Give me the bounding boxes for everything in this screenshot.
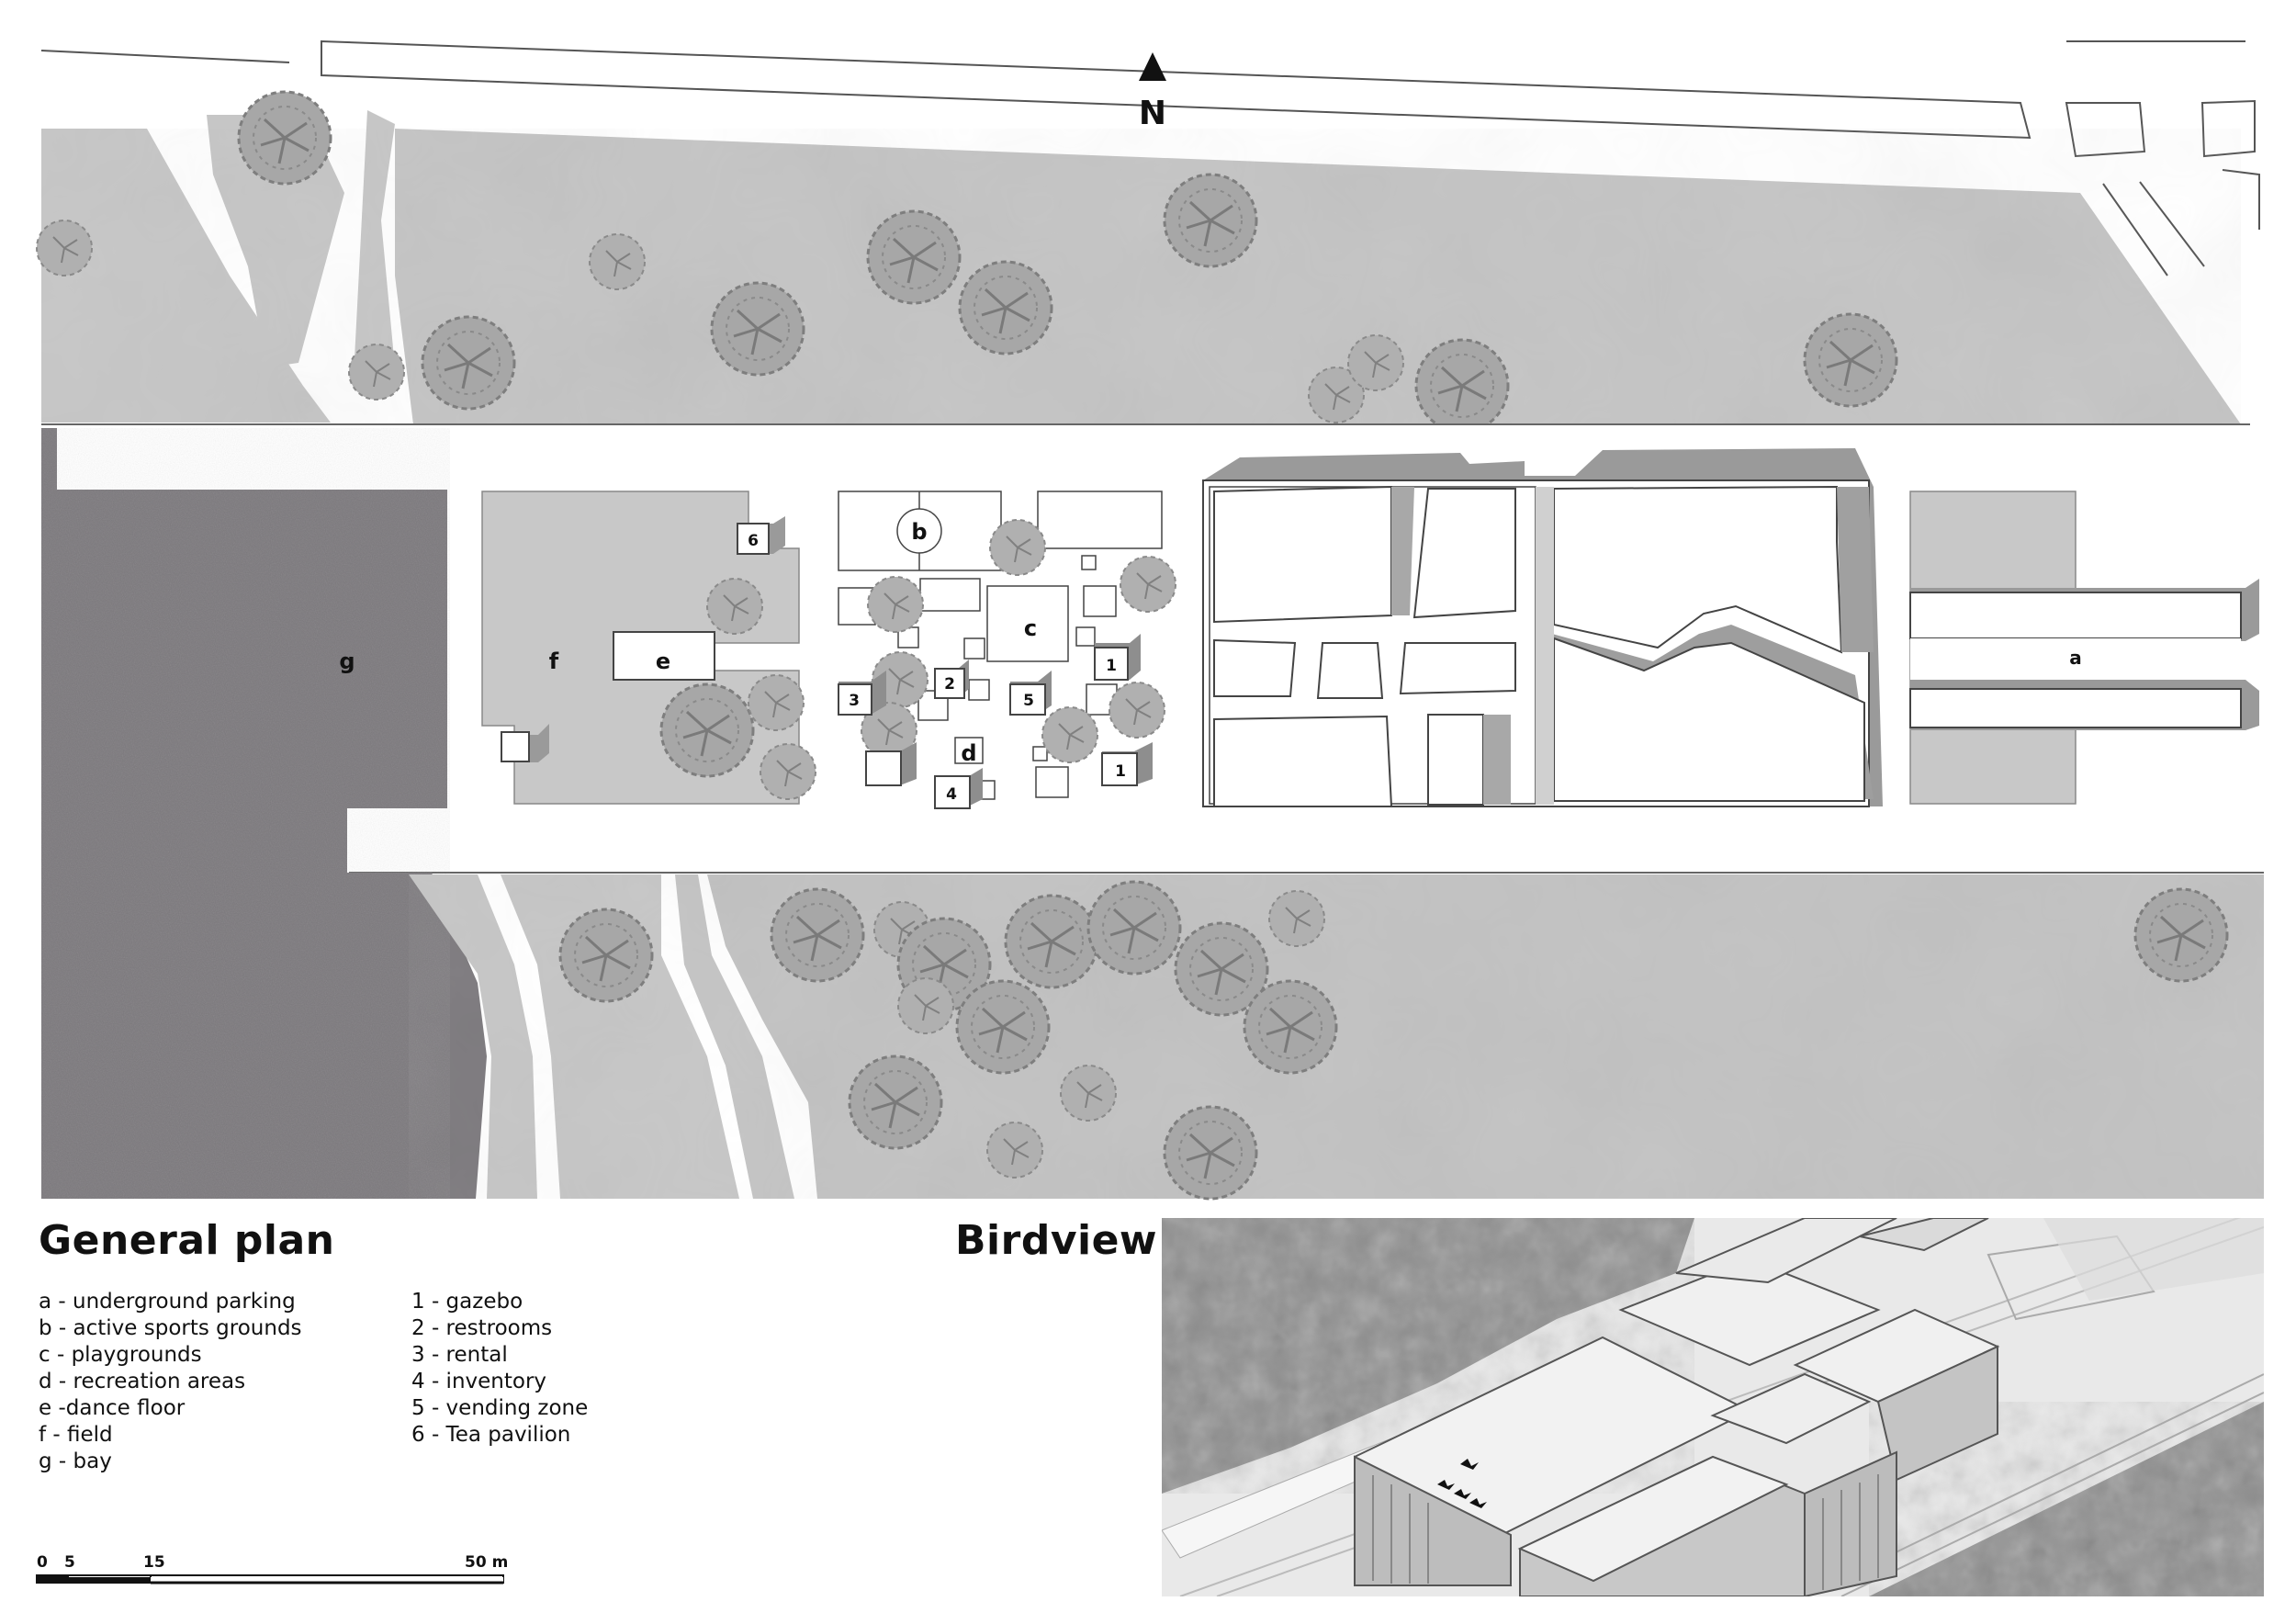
label-1-bottom: 1 bbox=[1115, 762, 1126, 781]
north-label: N bbox=[1139, 95, 1166, 132]
legend-item: f - field bbox=[39, 1423, 113, 1447]
general-plan-drawing: N g f e b c d a 6 2 1 3 5 4 1 bbox=[36, 39, 2264, 1201]
scale-50: 50 m bbox=[465, 1553, 508, 1572]
label-e: e bbox=[656, 648, 670, 674]
legend-item: a - underground parking bbox=[39, 1290, 296, 1314]
general-plan-title: General plan bbox=[39, 1217, 335, 1264]
pavilions bbox=[838, 634, 1153, 809]
label-3: 3 bbox=[849, 692, 860, 710]
legend-item: e -dance floor bbox=[39, 1396, 186, 1420]
field-zone bbox=[481, 491, 816, 805]
label-6: 6 bbox=[748, 532, 759, 550]
legend-item: c - playgrounds bbox=[39, 1343, 202, 1367]
legend-item: g - bay bbox=[39, 1449, 112, 1473]
scale-bar: 0 5 15 50 m bbox=[36, 1553, 508, 1585]
label-g: g bbox=[339, 648, 355, 674]
birdview-drawing bbox=[1162, 1218, 2264, 1596]
bay-area bbox=[41, 428, 487, 1200]
scale-0: 0 bbox=[37, 1553, 48, 1572]
legend-numbers: 1 - gazebo 2 - restrooms 3 - rental 4 - … bbox=[411, 1289, 588, 1449]
parking-zone bbox=[1909, 491, 2259, 805]
legend-item: 3 - rental bbox=[411, 1343, 508, 1367]
birds bbox=[1437, 1459, 1487, 1508]
activity-zone bbox=[838, 491, 1163, 800]
north-arrow bbox=[1139, 52, 1166, 81]
legend-item: b - active sports grounds bbox=[39, 1316, 302, 1340]
label-a: a bbox=[2069, 647, 2082, 669]
label-5: 5 bbox=[1023, 692, 1034, 710]
legend-item: 2 - restrooms bbox=[411, 1316, 553, 1340]
scale-5: 5 bbox=[64, 1553, 75, 1572]
label-c: c bbox=[1024, 615, 1037, 641]
legend-item: 1 - gazebo bbox=[411, 1290, 523, 1314]
label-b: b bbox=[911, 519, 927, 545]
label-d: d bbox=[961, 740, 976, 766]
label-f: f bbox=[549, 648, 559, 674]
label-2: 2 bbox=[944, 675, 955, 694]
legend-letters: a - underground parking b - active sport… bbox=[39, 1289, 302, 1475]
label-1-top: 1 bbox=[1106, 657, 1117, 675]
main-building bbox=[1202, 448, 1883, 807]
legend-item: 5 - vending zone bbox=[411, 1396, 589, 1420]
legend-item: 4 - inventory bbox=[411, 1370, 547, 1393]
legend-item: d - recreation areas bbox=[39, 1370, 246, 1393]
scale-15: 15 bbox=[143, 1553, 165, 1572]
legend-item: 6 - Tea pavilion bbox=[411, 1423, 571, 1447]
birdview-title: Birdview bbox=[955, 1217, 1158, 1264]
label-4: 4 bbox=[946, 785, 957, 804]
